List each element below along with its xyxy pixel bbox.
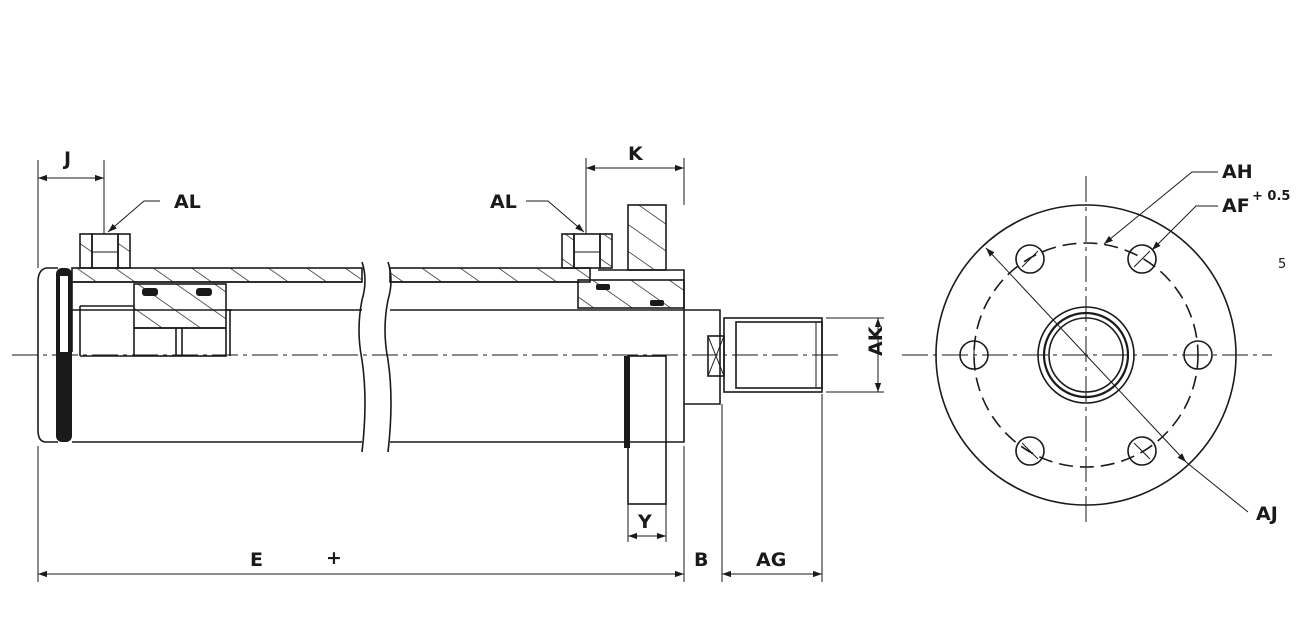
label-plus: + [326,547,342,569]
dim-aj [985,247,1187,463]
piston-rod [684,309,823,405]
leader-af [1151,205,1218,251]
label-af: AF [1222,195,1250,217]
extension-lines [37,158,884,582]
label-ak: AK [865,325,887,356]
label-j: J [62,148,71,170]
end-view: AH AF + 0.5 AJ 5 [902,161,1290,525]
label-k: K [628,143,644,165]
side-view: J K AL AL AK Y E + B AG [12,143,887,582]
leader-ah [1103,171,1218,245]
port-left [79,233,131,269]
port-right [561,233,613,269]
bolt-hole [1015,244,1045,274]
label-e: E [250,549,263,571]
piston [79,283,232,357]
break-lines [358,261,392,453]
bolt-hole [1127,244,1157,274]
bolt-hole [1127,436,1157,466]
bolt-hole [1015,436,1045,466]
label-aj: AJ [1256,503,1278,525]
label-al-right: AL [490,191,517,213]
barrel-left [71,267,363,443]
end-cap [37,267,73,443]
label-al-left: AL [174,191,201,213]
gland [577,204,685,443]
leader-al-left [107,200,160,233]
label-af-tolerance: + 0.5 [1252,189,1290,204]
barrel-right [389,267,684,443]
flange-outline [935,204,1237,506]
leader-al-right [526,200,585,233]
side-note: 5 [1278,257,1286,272]
leader-aj [1185,461,1249,513]
flange-plate [624,355,667,505]
label-y: Y [637,511,652,533]
dimension-lines [38,164,882,578]
label-ah: AH [1222,161,1253,183]
label-b: B [694,549,708,571]
label-ag: AG [756,549,786,571]
